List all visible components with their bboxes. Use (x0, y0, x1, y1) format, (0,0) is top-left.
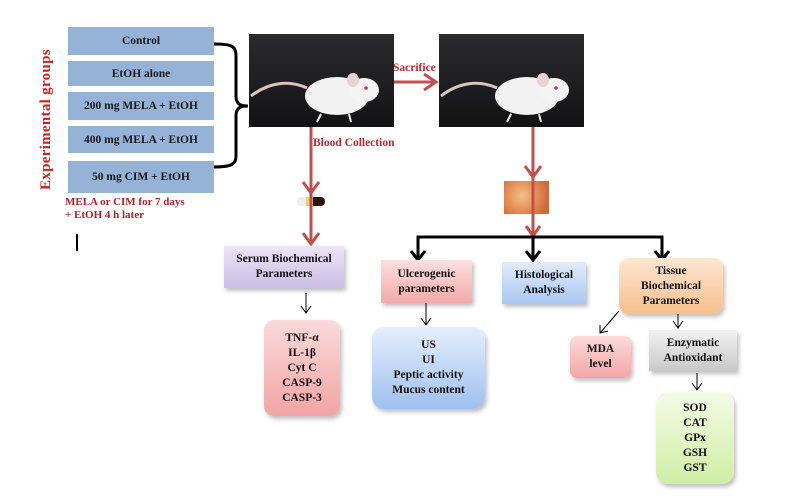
node-text: Histological (514, 269, 574, 281)
mouse-icon (250, 73, 379, 123)
marker-item: TNF-α (285, 331, 319, 344)
serum-marker-list: TNF-α IL-1β Cyt C CASP-9 CASP-3 (264, 320, 340, 416)
mouse-photo-after (439, 34, 584, 127)
group-200mg-mela: 200 mg MELA + EtOH (68, 92, 214, 120)
node-text: Serum Biochemical (236, 253, 332, 265)
mda-level-node: MDA level (570, 336, 631, 378)
tissue-arrow (523, 127, 543, 239)
mda-arrow (599, 310, 620, 334)
group-label: Control (121, 35, 161, 47)
blood-collection-label: Blood Collection (313, 137, 395, 149)
dosing-note: MELA or CIM for 7 days + EtOH 4 h later (65, 196, 185, 222)
marker-item: Mucus content (392, 384, 465, 396)
group-etoh-alone: EtOH alone (68, 61, 214, 86)
sacrifice-arrow (394, 72, 439, 92)
marker-item: GSH (682, 446, 708, 459)
enzymatic-list-arrow (691, 373, 703, 391)
enzymatic-arrow (672, 314, 684, 329)
serum-list-arrow (300, 293, 312, 314)
ulcerogenic-list-arrow (420, 300, 432, 326)
node-text: Enzymatic (666, 336, 720, 349)
enzymatic-list: SOD CAT GPx GSH GST (656, 392, 734, 484)
marker-item: Peptic activity (393, 369, 464, 381)
group-control: Control (68, 27, 214, 55)
group-label: 200 mg MELA + EtOH (84, 100, 198, 112)
node-text: Tissue (655, 264, 687, 277)
group-label: EtOH alone (111, 67, 171, 80)
node-text: MDA (586, 343, 615, 355)
marker-item: Cyt C (287, 361, 317, 374)
node-text: Ulcerogenic (397, 267, 456, 280)
marker-item: UI (422, 354, 435, 366)
marker-item: IL-1β (288, 346, 316, 359)
stomach-tissue-icon (504, 181, 549, 214)
mouse-photo-before (249, 34, 394, 127)
marker-item: CASP-3 (282, 391, 322, 404)
node-text: Biochemical (640, 279, 702, 292)
sacrifice-label: Sacrifice (393, 62, 436, 74)
marker-item: CASP-9 (282, 376, 322, 389)
branch-connector (409, 235, 671, 263)
group-label: 400 mg MELA + EtOH (84, 133, 198, 146)
group-label: 50 mg CIM + EtOH (92, 171, 190, 183)
mouse-icon (440, 73, 569, 123)
group-50mg-cim: 50 mg CIM + EtOH (68, 161, 214, 193)
ulcerogenic-node: Ulcerogenic parameters (381, 260, 472, 303)
node-text: parameters (398, 282, 455, 295)
node-text: Parameters (642, 294, 700, 307)
group-400mg-mela: 400 mg MELA + EtOH (68, 126, 214, 153)
dosing-note-line-2: + EtOH 4 h later (65, 209, 144, 221)
marker-item: GPx (684, 431, 706, 444)
marker-item: CAT (683, 416, 707, 429)
ulcerogenic-list: US UI Peptic activity Mucus content (372, 327, 485, 409)
node-text: Antioxidant (663, 351, 723, 364)
group-bracket (213, 42, 249, 169)
node-text: Parameters (255, 268, 313, 280)
marker-item: GST (683, 461, 707, 474)
dosing-note-line-1: MELA or CIM for 7 days (65, 196, 185, 208)
text-cursor (76, 234, 78, 251)
node-text: level (589, 358, 612, 370)
marker-item: US (421, 339, 436, 351)
blood-collection-arrow (301, 127, 321, 247)
node-text: Analysis (523, 284, 565, 296)
marker-item: SOD (683, 401, 707, 414)
serum-markers: TNF-α IL-1β Cyt C CASP-9 CASP-3 (282, 331, 322, 406)
